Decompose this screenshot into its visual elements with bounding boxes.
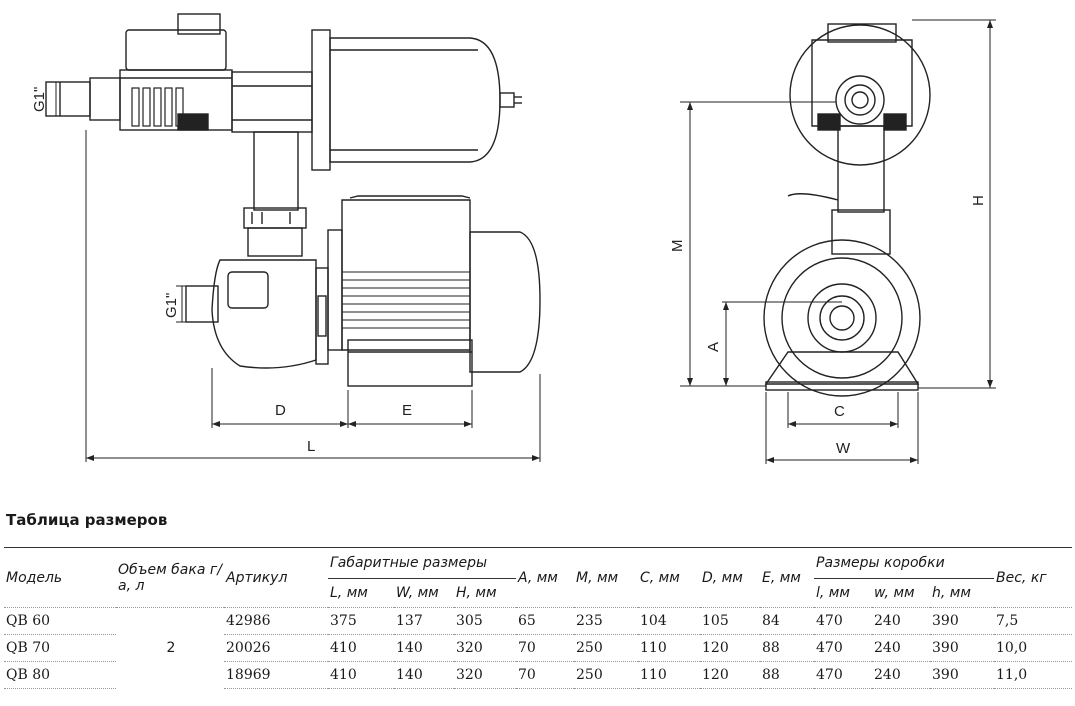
cell-model: QB 70 xyxy=(4,634,116,662)
header-l: L, мм xyxy=(330,585,368,601)
dim-label-d: D xyxy=(275,402,286,419)
cell-a: 70 xyxy=(516,661,574,689)
cell-e: 88 xyxy=(760,634,814,662)
table-row: QB 80 18969 410 140 320 70 250 110 120 8… xyxy=(4,661,1072,689)
cell-weight: 10,0 xyxy=(994,634,1072,662)
cell-weight: 11,0 xyxy=(994,661,1072,689)
dimension-arrows xyxy=(86,20,993,463)
cell-l: 375 xyxy=(328,607,394,635)
table-row: QB 60 2 42986 375 137 305 65 235 104 105… xyxy=(4,607,1072,689)
outlet-pipe-side xyxy=(45,77,121,121)
dim-label-h: H xyxy=(970,195,987,206)
dim-label-e: E xyxy=(402,402,412,419)
cell-e: 88 xyxy=(760,661,814,689)
cell-box-w: 240 xyxy=(872,607,930,635)
cell-m: 235 xyxy=(574,607,638,635)
cell-c: 110 xyxy=(638,661,700,689)
cell-tank-volume: 2 xyxy=(116,607,224,689)
dim-label-l: L xyxy=(307,438,315,455)
cell-d: 120 xyxy=(700,661,760,689)
cell-d: 105 xyxy=(700,607,760,635)
thread-label-top: G1" xyxy=(31,87,48,112)
header-article: Артикул xyxy=(224,547,328,608)
header-weight: Вес, кг xyxy=(994,547,1072,608)
thread-label-inlet: G1" xyxy=(163,293,180,318)
cell-model: QB 60 xyxy=(4,607,116,635)
cell-box-h: 390 xyxy=(930,607,994,635)
pump-head-side xyxy=(185,259,329,369)
cell-box-w: 240 xyxy=(872,634,930,662)
dim-label-m: M xyxy=(669,240,686,253)
pump-technical-drawing: G1" G1" D E L M A H C W xyxy=(31,13,996,464)
cell-l: 410 xyxy=(328,661,394,689)
motor-side xyxy=(327,195,541,387)
riser-pipe-side xyxy=(243,131,307,257)
header-overall: Габаритные размеры xyxy=(328,547,516,579)
cell-h: 320 xyxy=(454,661,516,689)
header-a: A, мм xyxy=(516,547,574,608)
header-box-h: h, мм xyxy=(932,585,971,601)
cell-m: 250 xyxy=(574,634,638,662)
cell-box-l: 470 xyxy=(814,607,872,635)
cell-article: 20026 xyxy=(224,634,328,662)
cell-box-h: 390 xyxy=(930,661,994,689)
cell-article: 18969 xyxy=(224,661,328,689)
cell-w: 137 xyxy=(394,607,454,635)
cell-box-l: 470 xyxy=(814,661,872,689)
cell-weight: 7,5 xyxy=(994,607,1072,635)
pressure-switch-side xyxy=(119,13,313,133)
table-row: QB 70 20026 410 140 320 70 250 110 120 8… xyxy=(4,634,1072,662)
table-title: Таблица размеров xyxy=(6,511,168,529)
cell-article: 42986 xyxy=(224,607,328,635)
header-box: Размеры коробки xyxy=(814,547,994,579)
cell-e: 84 xyxy=(760,607,814,635)
cell-w: 140 xyxy=(394,661,454,689)
cell-a: 70 xyxy=(516,634,574,662)
cell-h: 320 xyxy=(454,634,516,662)
header-m: M, мм xyxy=(574,547,638,608)
cell-box-l: 470 xyxy=(814,634,872,662)
dim-label-a: A xyxy=(705,342,722,352)
cell-w: 140 xyxy=(394,634,454,662)
cell-m: 250 xyxy=(574,661,638,689)
header-box-w: w, мм xyxy=(874,585,915,601)
dimensions-side xyxy=(50,81,541,462)
dim-label-w: W xyxy=(836,440,851,457)
pressure-tank-side xyxy=(311,29,522,171)
cell-l: 410 xyxy=(328,634,394,662)
header-d: D, мм xyxy=(700,547,760,608)
dimensions-front xyxy=(680,19,996,464)
dimensions-table: Модель Объем бака г/а, л Артикул Габарит… xyxy=(4,547,1072,689)
header-e: E, мм xyxy=(760,547,814,608)
cell-box-h: 390 xyxy=(930,634,994,662)
header-model: Модель xyxy=(4,547,116,608)
cell-d: 120 xyxy=(700,634,760,662)
cell-a: 65 xyxy=(516,607,574,635)
header-tank: Объем бака г/а, л xyxy=(116,547,224,608)
cell-box-w: 240 xyxy=(872,661,930,689)
dim-label-c: C xyxy=(834,403,845,420)
header-box-l: l, мм xyxy=(816,585,850,601)
cell-h: 305 xyxy=(454,607,516,635)
cell-model: QB 80 xyxy=(4,661,116,689)
cell-c: 110 xyxy=(638,634,700,662)
header-w: W, мм xyxy=(396,585,439,601)
header-h: H, мм xyxy=(456,585,497,601)
cell-c: 104 xyxy=(638,607,700,635)
pump-front-view xyxy=(763,23,931,397)
header-c: C, мм xyxy=(638,547,700,608)
